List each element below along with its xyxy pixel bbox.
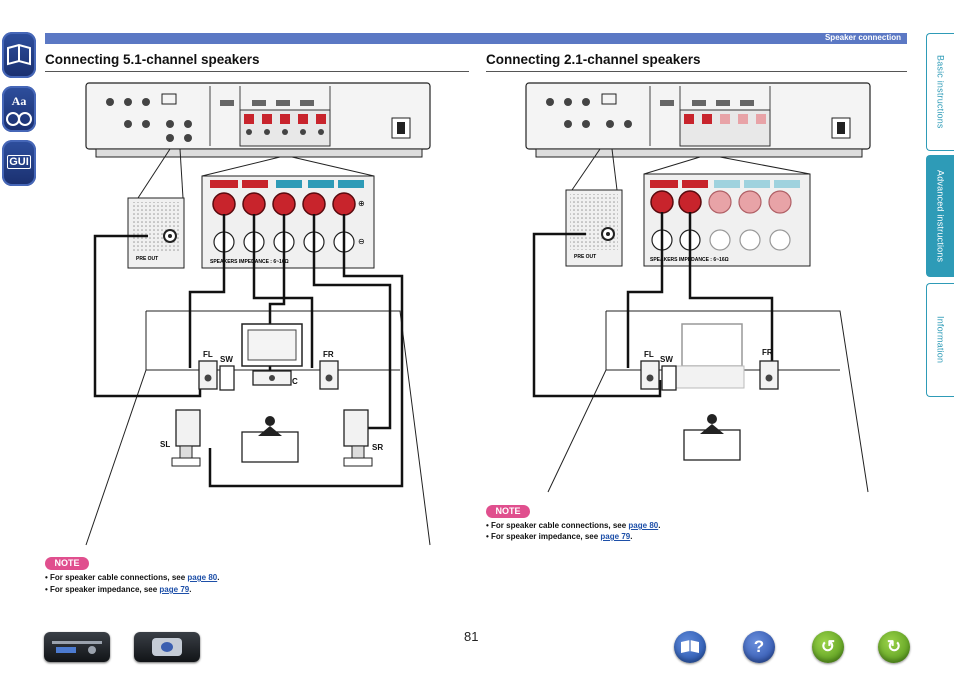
speaker-sw — [661, 365, 677, 391]
speaker-sr — [343, 409, 373, 467]
label-fr: FR — [762, 348, 773, 357]
label-fr: FR — [323, 350, 334, 359]
section-label: Speaker connection — [824, 33, 901, 42]
page-80-link[interactable]: page 80 — [187, 573, 218, 582]
label-sw: SW — [220, 355, 233, 364]
tab-advanced-instructions[interactable]: Advanced instructions — [926, 155, 954, 277]
diagram-21-channel: PRE OUT SPEAKERS IMPEDANCE : 6~16Ω FL SW… — [525, 82, 871, 493]
aa-glossary-icon[interactable]: Aa — [2, 86, 36, 132]
note-badge: NOTE — [45, 557, 89, 570]
gui-icon[interactable]: GUI — [2, 140, 36, 186]
speaker-fl — [640, 360, 660, 390]
label-sw: SW — [660, 355, 673, 364]
tab-information[interactable]: Information — [926, 283, 954, 397]
page-79-link[interactable]: page 79 — [159, 585, 190, 594]
svg-text:⊖: ⊖ — [358, 237, 365, 246]
svg-text:SPEAKERS IMPEDANCE : 6~16Ω: SPEAKERS IMPEDANCE : 6~16Ω — [210, 259, 289, 265]
listener-seat — [683, 414, 741, 461]
svg-text:PRE OUT: PRE OUT — [574, 254, 596, 260]
svg-text:PRE OUT: PRE OUT — [136, 256, 158, 262]
receiver-rear-panel — [85, 82, 431, 158]
note-line: • For speaker cable connections, see pag… — [45, 573, 220, 582]
speaker-fl — [198, 360, 218, 390]
receiver-rear-panel — [525, 82, 871, 158]
speaker-terminal-callout: SPEAKERS IMPEDANCE : 6~16Ω ⊕ ⊖ — [201, 156, 375, 269]
page-number: 81 — [464, 629, 479, 644]
label-fl: FL — [203, 350, 213, 359]
room-outline — [85, 310, 431, 546]
label-fl: FL — [644, 350, 654, 359]
tv-stand — [675, 365, 745, 389]
receiver-front-icon[interactable] — [44, 632, 110, 662]
speaker-sw — [219, 365, 235, 391]
label-c: C — [292, 377, 298, 386]
terminal-red-row — [212, 192, 356, 216]
speaker-c — [252, 370, 292, 386]
page-79-link[interactable]: page 79 — [600, 532, 631, 541]
label-sr: SR — [372, 443, 383, 452]
manual-book-icon[interactable] — [2, 32, 36, 78]
section-title-21: Connecting 2.1-channel speakers — [486, 52, 701, 67]
title-rule — [486, 71, 907, 72]
listener-seat — [241, 416, 299, 463]
svg-text:⊕: ⊕ — [358, 199, 365, 208]
back-arrow-icon[interactable]: ↺ — [812, 631, 844, 663]
label-sl: SL — [160, 440, 170, 449]
speaker-fr — [319, 360, 339, 390]
title-rule — [45, 71, 469, 72]
help-question-icon[interactable]: ? — [743, 631, 775, 663]
tv — [681, 323, 743, 367]
speaker-sl — [171, 409, 201, 467]
tab-basic-instructions[interactable]: Basic instructions — [926, 33, 954, 151]
forward-arrow-icon[interactable]: ↻ — [878, 631, 910, 663]
header-band: Speaker connection — [45, 33, 907, 44]
page-80-link[interactable]: page 80 — [628, 521, 659, 530]
contents-book-icon[interactable] — [674, 631, 706, 663]
preout-callout: PRE OUT — [565, 148, 623, 267]
speaker-fr — [759, 360, 779, 390]
speaker-cables — [532, 212, 774, 398]
note-line: • For speaker cable connections, see pag… — [486, 521, 661, 530]
diagram-51-channel: PRE OUT SPEAKERS IMPEDANCE : 6~16Ω ⊕ ⊖ — [85, 82, 431, 546]
preout-callout: PRE OUT — [127, 148, 185, 269]
remote-control-icon[interactable] — [134, 632, 200, 662]
section-title-51: Connecting 5.1-channel speakers — [45, 52, 260, 67]
note-badge: NOTE — [486, 505, 530, 518]
note-line: • For speaker impedance, see page 79. — [45, 585, 192, 594]
speaker-terminal-callout: SPEAKERS IMPEDANCE : 6~16Ω — [643, 156, 811, 267]
note-line: • For speaker impedance, see page 79. — [486, 532, 633, 541]
